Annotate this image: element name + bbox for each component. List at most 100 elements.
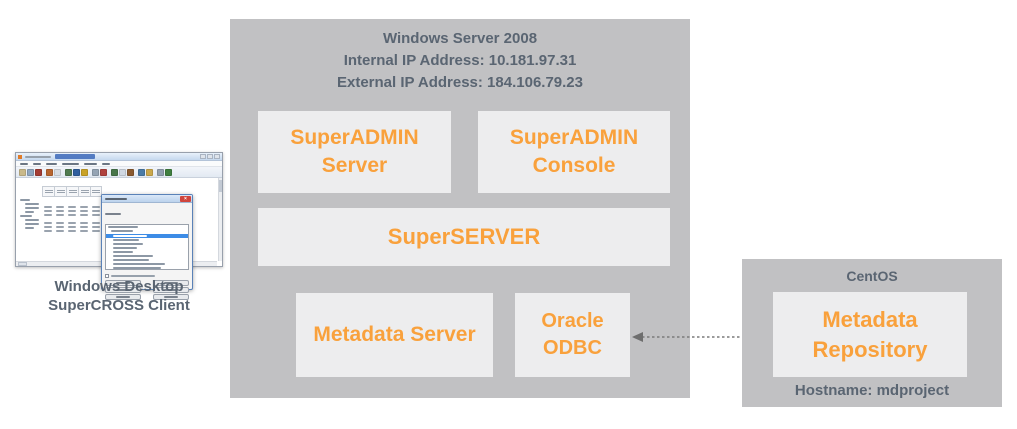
- internal-ip-label: Internal IP Address: 10.181.97.31: [343, 52, 577, 69]
- dialog-title-text: [105, 197, 127, 200]
- column-header: [42, 186, 54, 197]
- table-row: [20, 210, 102, 216]
- client-caption-line1: Windows Desktop: [54, 278, 184, 295]
- toolbar-icon: [81, 168, 88, 176]
- dialog-buttons: [105, 280, 189, 300]
- arrowhead-left: [632, 332, 643, 342]
- table-header-row: [42, 186, 102, 197]
- toolbar-icon: [54, 168, 61, 176]
- toolbar-icon: [73, 168, 80, 176]
- toolbar-icon: [46, 168, 53, 176]
- superadmin-console-label-line2: Console: [532, 154, 616, 177]
- dialog-label: [105, 212, 121, 215]
- oracle-odbc-box: Oracle ODBC: [515, 293, 630, 377]
- window-title-text: [25, 155, 51, 158]
- dialog-checkbox-row: [105, 273, 189, 278]
- toolbar-icon: [146, 168, 153, 176]
- metadata-repository-box: Metadata Repository: [773, 292, 967, 377]
- toolbar-icon: [35, 168, 42, 176]
- table-group-row: [20, 214, 102, 217]
- fields-dialog: ×: [101, 194, 193, 300]
- oracle-odbc-label-line2: ODBC: [543, 337, 602, 359]
- dialog-button: [105, 280, 141, 286]
- dialog-button: [105, 294, 141, 300]
- list-item: [106, 239, 188, 242]
- table-group-row: [20, 198, 102, 201]
- client-toolbar: [16, 167, 222, 178]
- column-header: [78, 186, 90, 197]
- list-item: [106, 259, 188, 262]
- client-content-area: ×: [16, 178, 222, 300]
- external-ip-label: External IP Address: 184.106.79.23: [337, 74, 583, 91]
- app-icon: [18, 154, 22, 159]
- superadmin-console-label-line1: SuperADMIN: [509, 126, 639, 149]
- superadmin-server-label-line1: SuperADMIN: [290, 126, 419, 149]
- list-item: [106, 267, 188, 269]
- client-caption-line2: SuperCROSS Client: [48, 297, 190, 314]
- dialog-body: [102, 203, 192, 303]
- table-row: [20, 206, 102, 212]
- toolbar-icon: [27, 168, 34, 176]
- windows-server-header: Windows Server 2008 Internal IP Address:…: [230, 19, 690, 94]
- close-icon: [214, 154, 220, 159]
- table-row: [20, 222, 102, 228]
- client-caption: Windows Desktop SuperCROSS Client: [8, 277, 230, 315]
- metadata-repository-label-line1: Metadata: [822, 306, 918, 332]
- centos-hostname: Hostname: mdproject: [794, 382, 950, 399]
- toolbar-icon: [65, 168, 72, 176]
- list-item-selected: [106, 234, 188, 238]
- windows-server-box: Windows Server 2008 Internal IP Address:…: [230, 19, 690, 398]
- minimize-icon: [200, 154, 206, 159]
- menu-item: [46, 162, 57, 165]
- toolbar-icon: [100, 168, 107, 176]
- window-controls: [200, 154, 220, 159]
- centos-title: CentOS: [846, 268, 898, 284]
- dialog-titlebar: ×: [102, 195, 192, 203]
- toolbar-icon: [138, 168, 145, 176]
- table-row: [20, 218, 102, 224]
- dialog-listbox: [105, 224, 189, 270]
- dialog-button: [153, 280, 189, 286]
- menu-item: [62, 162, 79, 165]
- metadata-server-box: Metadata Server: [296, 293, 493, 377]
- checkbox-icon: [105, 273, 109, 278]
- metadata-repository-label-line2: Repository: [812, 336, 928, 362]
- sheet-tab: [18, 262, 27, 266]
- list-item: [106, 247, 188, 250]
- menu-item: [102, 162, 110, 165]
- maximize-icon: [207, 154, 213, 159]
- client-menu-bar: [16, 161, 222, 167]
- oracle-odbc-label-line1: Oracle: [541, 310, 604, 332]
- superadmin-console-box: SuperADMIN Console: [478, 111, 670, 193]
- table-row: [20, 226, 102, 232]
- superadmin-server-label-line2: Server: [321, 154, 388, 177]
- list-item: [106, 255, 188, 258]
- list-item: [106, 251, 188, 254]
- checkbox-label: [111, 274, 155, 277]
- column-header: [90, 186, 102, 197]
- menu-item: [20, 162, 28, 165]
- toolbar-icon: [19, 168, 26, 176]
- window-title-highlight: [55, 154, 95, 159]
- list-item: [106, 263, 188, 266]
- supercross-client-screenshot: ×: [15, 152, 223, 300]
- dialog-button: [153, 287, 189, 293]
- toolbar-icon: [127, 168, 134, 176]
- superadmin-server-box: SuperADMIN Server: [258, 111, 451, 193]
- toolbar-icon: [119, 168, 126, 176]
- metadata-server-label: Metadata Server: [313, 323, 476, 346]
- toolbar-icon: [111, 168, 118, 176]
- list-item: [106, 226, 188, 229]
- vertical-scrollbar: [218, 178, 222, 261]
- superserver-box: SuperSERVER: [258, 208, 670, 266]
- client-window-titlebar: [16, 153, 222, 161]
- column-header: [54, 186, 66, 197]
- menu-item: [33, 162, 41, 165]
- menu-item: [84, 162, 97, 165]
- windows-server-title: Windows Server 2008: [382, 30, 538, 47]
- toolbar-icon: [165, 168, 172, 176]
- superserver-label: SuperSERVER: [387, 224, 541, 249]
- dialog-close-icon: ×: [180, 195, 191, 202]
- list-item: [106, 243, 188, 246]
